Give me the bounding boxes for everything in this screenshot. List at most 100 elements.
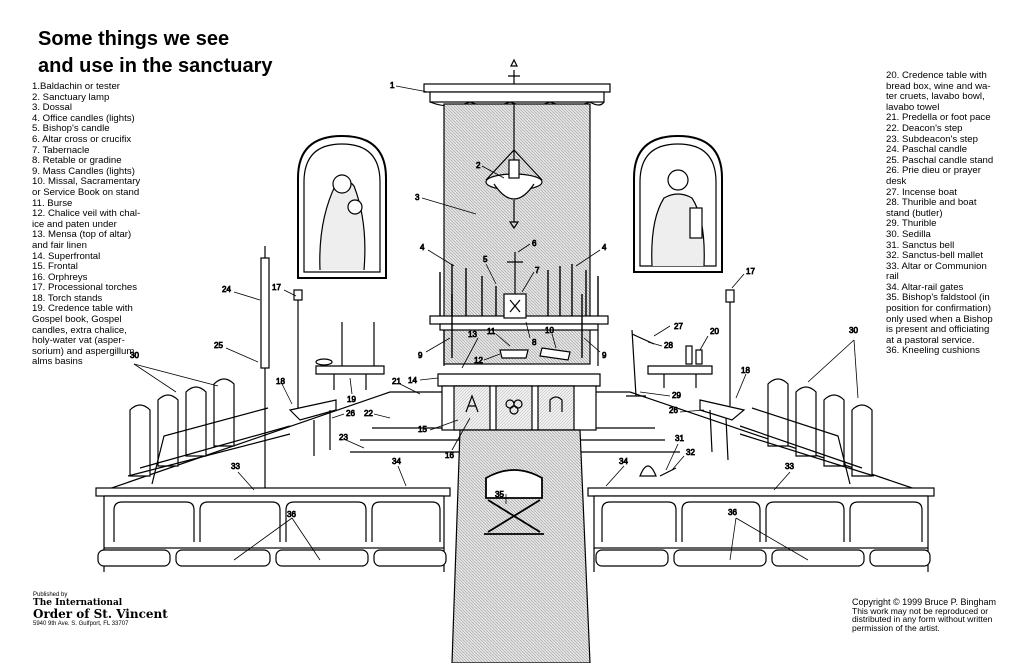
publisher-line-2: Order of St. Vincent	[33, 607, 168, 621]
callout-21: 21	[392, 377, 401, 386]
legend-item: 30. Sedilla	[886, 228, 931, 240]
legend-item: sorium) and aspergillum,	[32, 345, 138, 357]
office-candles	[439, 264, 599, 316]
legend-item: 34. Altar-rail gates	[886, 281, 964, 293]
kneeling-cushions	[97, 549, 931, 567]
legend-item: 36. Kneeling cushions	[886, 345, 980, 357]
altar-rail-right	[587, 487, 935, 572]
callout-29: 29	[672, 391, 681, 400]
legend-item: 7. Tabernacle	[32, 144, 90, 156]
callout-9a: 9	[418, 351, 423, 360]
legend-item: 9. Mass Candles (lights)	[32, 165, 135, 177]
legend-item: only used when a Bishop	[886, 313, 993, 325]
callout-17b: 17	[746, 267, 755, 276]
legend-item: ice and paten under	[32, 218, 117, 230]
legend-item: 25. Paschal candle stand	[886, 154, 994, 166]
callout-30a: 30	[130, 351, 139, 360]
carpet	[451, 429, 591, 663]
legend-item: bread box, wine and wa-	[886, 80, 991, 92]
copyright-line-1: Copyright © 1999 Bruce P. Bingham	[852, 597, 997, 607]
legend-item: 20. Credence table with	[886, 70, 987, 81]
legend-item: position for confirmation)	[886, 303, 992, 315]
legend-item: 31. Sanctus bell	[886, 239, 955, 251]
credence-table-left	[315, 322, 385, 390]
legend-item: Gospel book, Gospel	[32, 314, 122, 326]
callout-36a: 36	[287, 510, 296, 519]
icon-christ	[633, 134, 723, 273]
copyright-line-3: distributed in any form without written	[852, 614, 993, 624]
callout-28: 28	[664, 341, 673, 350]
callout-31: 31	[675, 434, 684, 443]
legend-item: 18. Torch stands	[32, 292, 103, 304]
legend-item: 24. Paschal candle	[886, 144, 968, 156]
icon-theotokos	[297, 134, 387, 279]
callout-16: 16	[445, 451, 454, 460]
legend-item: 19. Credence table with	[32, 303, 133, 315]
callout-labels: 1 2 3 4 4 5 6 7 8 9 9 10 11 12 13 14 15 …	[130, 81, 859, 561]
callout-8: 8	[532, 338, 537, 347]
callout-18a: 18	[276, 377, 285, 386]
sanctus-bell	[639, 465, 677, 477]
legend-item: and fair linen	[32, 239, 87, 251]
copyright-block: Copyright © 1999 Bruce P. Bingham This w…	[852, 598, 1024, 632]
legend-item: 4. Office candles (lights)	[32, 112, 135, 124]
legend-item: 11. Burse	[32, 197, 73, 209]
callout-35: 35	[495, 490, 504, 499]
legend-item: 1.Baldachin or tester	[32, 81, 120, 92]
callout-12: 12	[474, 356, 483, 365]
prie-dieu-right	[699, 399, 746, 461]
legend-item: 16. Orphreys	[32, 271, 88, 283]
legend-item: candles, extra chalice,	[32, 324, 127, 336]
legend-item: ter cruets, lavabo bowl,	[886, 91, 985, 103]
callout-6: 6	[532, 239, 537, 248]
callout-2: 2	[476, 161, 481, 170]
callout-22: 22	[364, 409, 373, 418]
altar	[437, 347, 601, 431]
legend-item: 21. Predella or foot pace	[886, 112, 991, 124]
copyright-line-4: permission of the artist.	[852, 622, 940, 633]
legend-item: or Service Book on stand	[32, 186, 140, 198]
publisher-address: 5940 9th Ave. S. Gulfport, FL 33707	[33, 621, 129, 627]
altar-cross	[507, 252, 523, 294]
publisher-block: Published by The International Order of …	[33, 592, 168, 628]
callout-4b: 4	[602, 243, 607, 252]
prie-dieu-left	[288, 399, 337, 456]
callout-27: 27	[674, 322, 683, 331]
copyright-line-2: This work may not be reproduced or	[852, 605, 989, 616]
legend-item: is present and officiating	[886, 324, 990, 336]
callout-19: 19	[347, 395, 356, 404]
callout-26b: 26	[669, 406, 678, 415]
callout-30b: 30	[849, 326, 858, 335]
legend-item: 10. Missal, Sacramentary	[32, 176, 141, 188]
legend-item: 3. Dossal	[32, 102, 72, 114]
callout-10: 10	[545, 326, 554, 335]
legend-item: at a pastoral service.	[886, 334, 975, 346]
callout-32: 32	[686, 448, 695, 457]
legend-item: 33. Altar or Communion	[886, 260, 987, 272]
callout-14: 14	[408, 376, 417, 385]
sedilla-left	[127, 378, 291, 485]
title-line-2: and use in the sanctuary	[38, 55, 273, 77]
legend-item: 22. Deacon's step	[886, 122, 963, 134]
callout-11: 11	[487, 327, 496, 336]
retable	[429, 315, 609, 366]
callout-18b: 18	[741, 366, 750, 375]
legend-item: 14. Superfrontal	[32, 250, 101, 262]
callout-24: 24	[222, 285, 231, 294]
legend-item: holy-water vat (asper-	[32, 335, 125, 347]
callout-34b: 34	[619, 457, 628, 466]
legend-item: 17. Processional torches	[32, 282, 138, 294]
legend-item: 12. Chalice veil with chal-	[32, 208, 141, 220]
callout-33b: 33	[785, 462, 794, 471]
credence-table-right	[647, 345, 713, 388]
callout-13: 13	[468, 330, 477, 339]
legend-item: 2. Sanctuary lamp	[32, 91, 110, 103]
legend-item: 6. Altar cross or crucifix	[32, 133, 132, 145]
legend-item: 28. Thurible and boat	[886, 197, 977, 209]
legend-item: 13. Mensa (top of altar)	[32, 229, 132, 241]
callout-36b: 36	[728, 508, 737, 517]
legend-item: 26. Prie dieu or prayer	[886, 165, 981, 177]
callout-26a: 26	[346, 409, 355, 418]
